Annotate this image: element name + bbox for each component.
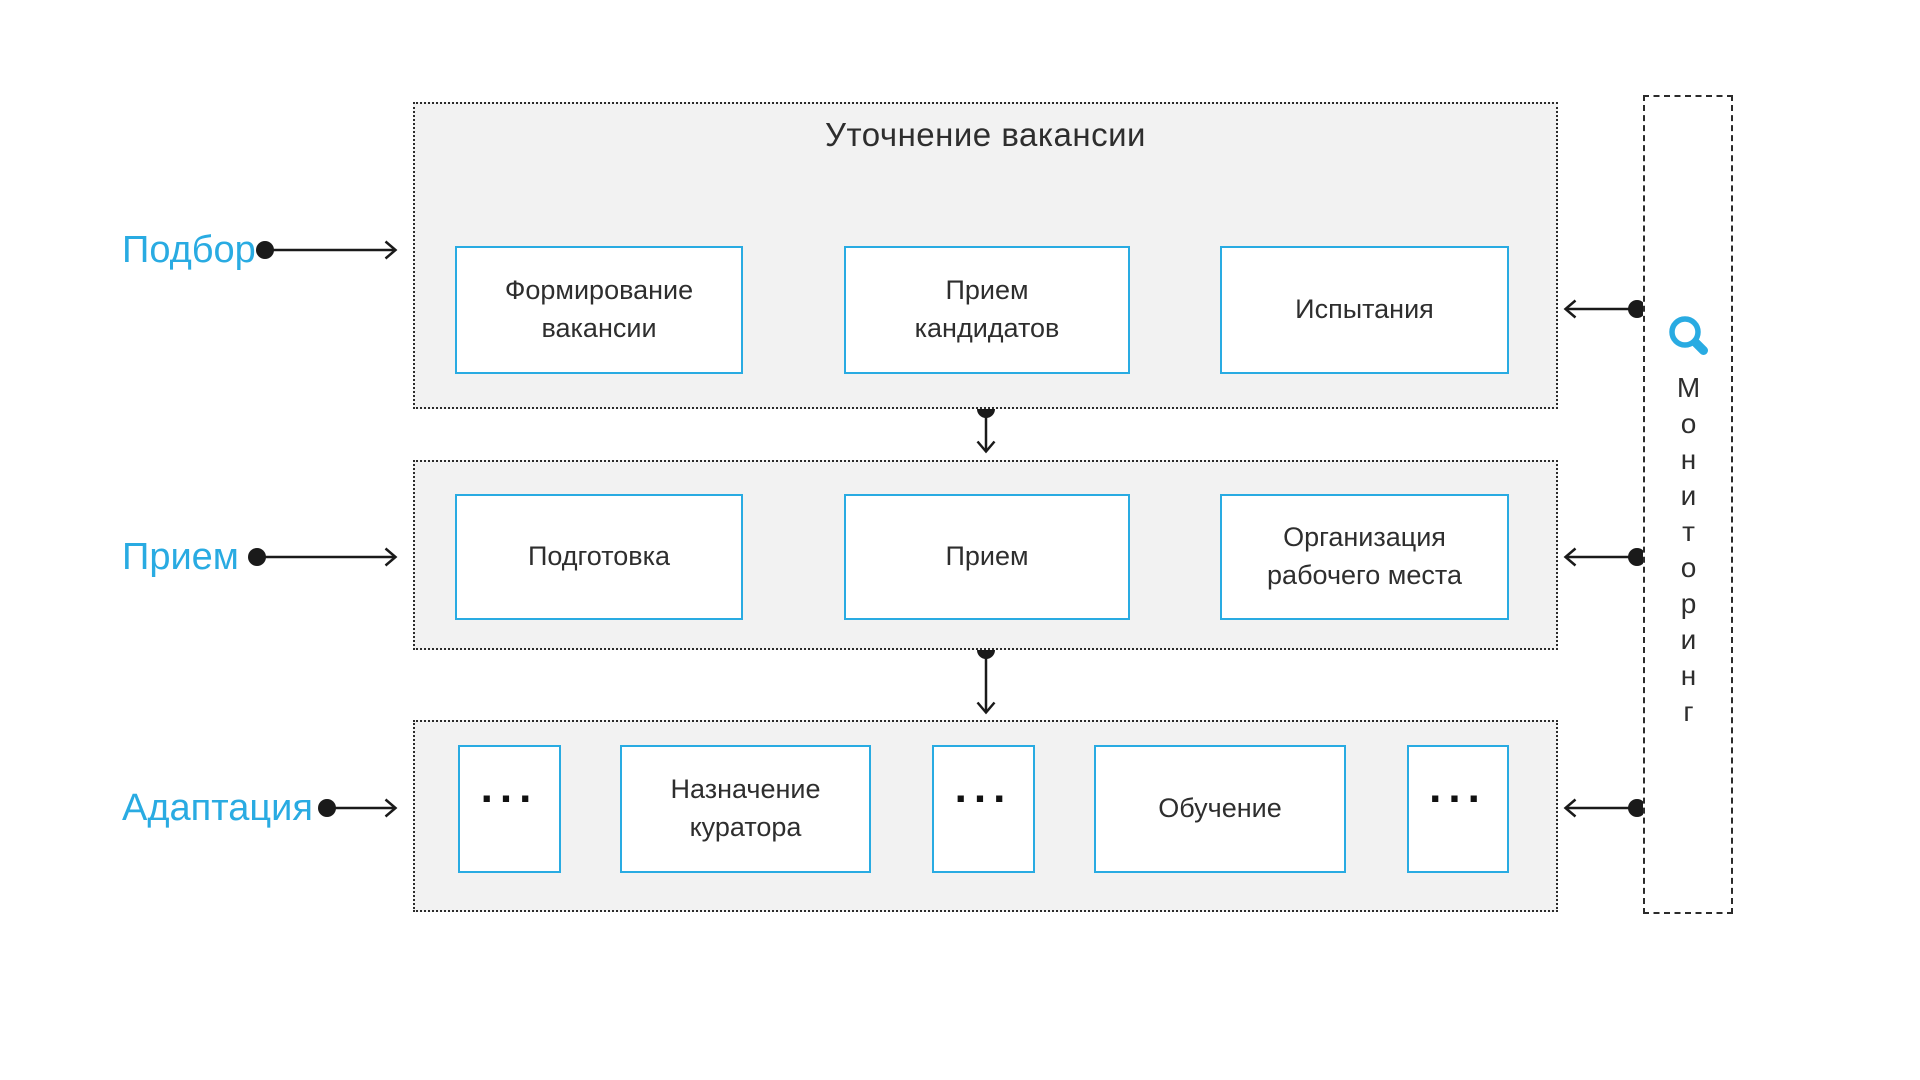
- stage-label-adaptacia: Адаптация: [122, 786, 313, 829]
- ellipsis-label: ...: [954, 763, 1013, 813]
- process-box-ellipsis-3: ...: [1407, 745, 1509, 873]
- container-header-utochnenie-vakansii: Уточнение вакансии: [825, 116, 1146, 153]
- process-box-naznachenie-kuratora: Назначение куратора: [620, 745, 871, 873]
- ellipsis-label: ...: [1429, 763, 1487, 813]
- stage-container-priem: Подготовка Прием Организация рабочего ме…: [413, 460, 1558, 650]
- process-box-ellipsis-1: ...: [458, 745, 561, 873]
- process-box-priem: Прием: [844, 494, 1130, 620]
- stage-container-podbor: Уточнение вакансии Формирование вакансии…: [413, 102, 1558, 409]
- process-box-formirovanie-vakansii: Формирование вакансии: [455, 246, 743, 374]
- box-label: Подготовка: [527, 541, 671, 572]
- stage-label-priem: Прием: [122, 535, 239, 578]
- stage-label-podbor: Подбор: [122, 228, 256, 271]
- stage-container-adaptacia: ... Назначение куратора ... Обучение ...: [413, 720, 1558, 912]
- ellipsis-label: ...: [480, 763, 539, 813]
- box-label: Обучение: [1158, 793, 1282, 824]
- process-box-ispytaniya: Испытания: [1220, 246, 1509, 374]
- process-box-organizaciya-rabochego-mesta: Организация рабочего места: [1220, 494, 1509, 620]
- monitoring-arrow: [1563, 299, 1646, 818]
- process-box-podgotovka: Подготовка: [455, 494, 743, 620]
- process-box-ellipsis-2: ...: [932, 745, 1035, 873]
- box-label: Организация рабочего места: [1267, 522, 1462, 590]
- monitoring-panel: Мониторинг: [1643, 95, 1733, 914]
- process-box-obuchenie: Обучение: [1094, 745, 1346, 873]
- process-box-priem-kandidatov: Прием кандидатов: [844, 246, 1130, 374]
- box-label: Испытания: [1295, 294, 1434, 325]
- box-label: Прием кандидатов: [914, 275, 1060, 343]
- box-label: Прием: [945, 541, 1029, 572]
- box-label: Назначение куратора: [670, 774, 821, 842]
- stage-label-arrow: [248, 240, 398, 818]
- magnifier-icon: [1669, 316, 1708, 355]
- monitoring-label-wrap: Мониторинг: [1645, 372, 1731, 732]
- box-label: Формирование вакансии: [504, 275, 694, 343]
- monitoring-label: Мониторинг: [1673, 372, 1704, 732]
